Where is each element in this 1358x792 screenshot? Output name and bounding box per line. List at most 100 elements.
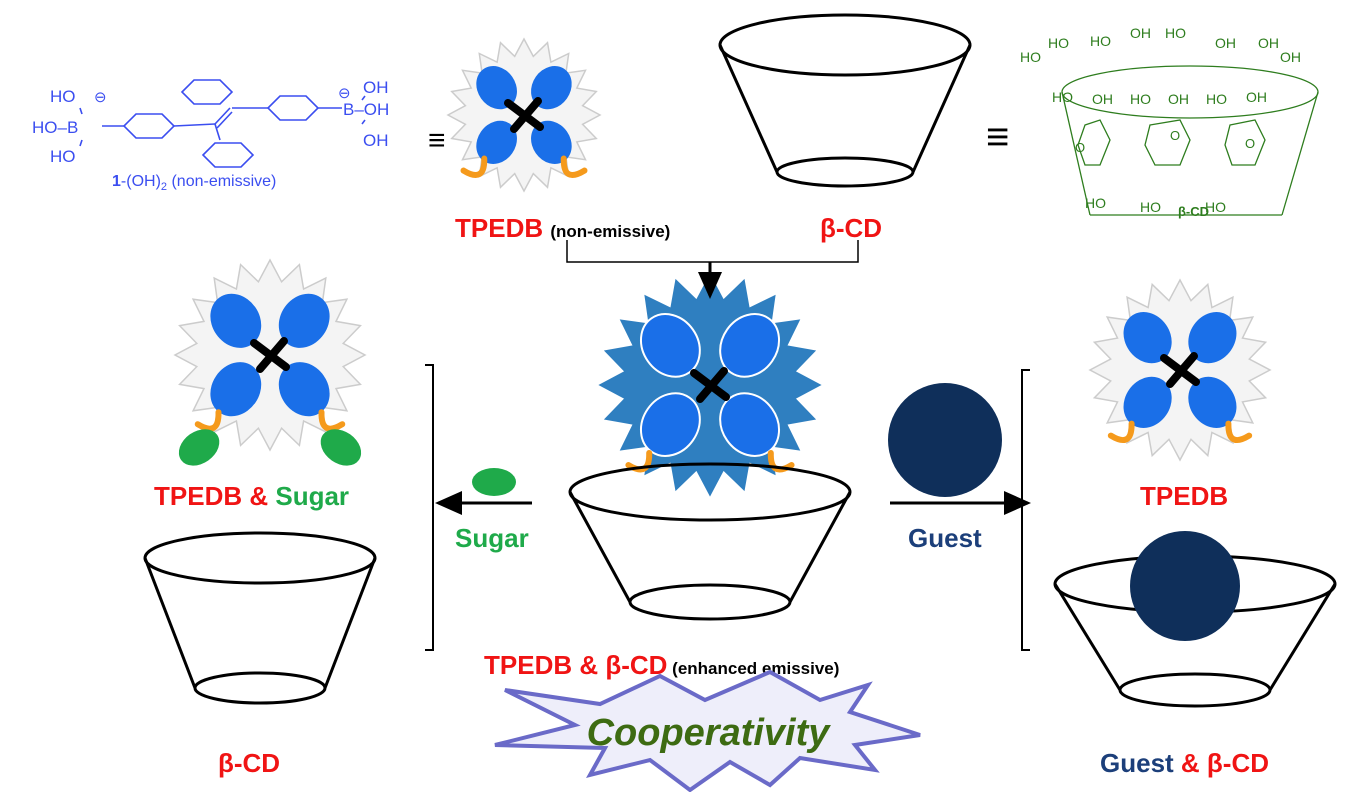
tpedb-sugar-complex-left: [173, 258, 367, 466]
guest-arrow-label: Guest: [908, 523, 982, 553]
beta-cd-cone-left: [143, 531, 377, 705]
cd-hydroxyl-label: HO: [1140, 199, 1161, 215]
sugar-arrow-label: Sugar: [455, 523, 529, 553]
phenyl-lobe: [278, 293, 330, 348]
right-bracket: [1021, 369, 1030, 651]
cd-hydroxyl-label: OH: [1246, 89, 1267, 105]
bound-sugar-icon: [178, 429, 220, 466]
phenyl-lobe: [210, 362, 262, 417]
tpe-core-icon: [690, 367, 730, 403]
left-amp: &: [242, 481, 275, 511]
cooperativity-burst: [494, 669, 921, 792]
left-bcd-label: β-CD: [218, 748, 280, 778]
beta-cd-chemical-structure: [1061, 65, 1319, 216]
tpedb-emissive-center: [598, 273, 822, 497]
center-note: (enhanced emissive): [667, 659, 839, 678]
cd-hydroxyl-label: HO: [1020, 49, 1041, 65]
bound-sugar-icon: [320, 429, 362, 466]
tpe-core-icon: [250, 337, 290, 373]
boronic-acid-hook-icon: [560, 155, 588, 178]
cd-ring-oxygen-label: O: [1075, 140, 1085, 155]
chem-caption: 1-(OH)2 (non-emissive): [112, 173, 276, 193]
chem-ho-top: HO: [50, 87, 76, 106]
chem-caption-rest: -(OH): [121, 173, 161, 190]
boronic-acid-hook-icon: [1107, 420, 1135, 444]
phenyl-lobe: [1123, 376, 1172, 429]
phenyl-lobe: [719, 313, 781, 378]
tpe-core-icon: [504, 97, 544, 133]
right-amp: &: [1174, 748, 1207, 778]
chem-oh-top: OH: [363, 78, 389, 97]
left-tpedb: TPEDB: [154, 481, 242, 511]
right-guest: Guest: [1100, 748, 1174, 778]
cooperativity-label: Cooperativity: [587, 712, 832, 754]
cd-hydroxyl-label: OH: [1168, 91, 1189, 107]
chem-oh-bottom: OH: [363, 131, 389, 150]
cd-hydroxyl-label: HO: [1052, 89, 1073, 105]
center-bcd: β-CD: [605, 650, 667, 680]
guest-icon: [888, 383, 1002, 497]
phenyl-lobe: [531, 66, 572, 110]
phenyl-lobe: [278, 362, 330, 417]
cd-ring-oxygen-label: O: [1170, 128, 1180, 143]
center-amp: &: [572, 650, 605, 680]
top-tpedb: TPEDB: [455, 213, 543, 243]
cd-hydroxyl-label: HO: [1090, 33, 1111, 49]
left-tpedb-sugar-label: TPEDB & Sugar: [154, 481, 349, 511]
chem-caption-note: (non-emissive): [167, 173, 276, 190]
cd-hydroxyl-label: HO: [1048, 35, 1069, 51]
boronic-acid-hook-icon: [460, 155, 488, 178]
cd-ring-oxygen-label: O: [1245, 136, 1255, 151]
beta-cd-cone-top: [718, 13, 972, 188]
center-complex-label: TPEDB & β-CD (enhanced emissive): [484, 650, 839, 680]
top-tpedb-note: (non-emissive): [550, 222, 670, 241]
cd-hydroxyl-label: HO: [1205, 199, 1226, 215]
sugar-icon: [472, 468, 516, 496]
cd-hydroxyl-label: OH: [1280, 49, 1301, 65]
combine-arrow: [566, 240, 859, 299]
left-sugar: Sugar: [275, 481, 349, 511]
phenyl-lobe: [1188, 311, 1237, 364]
phenyl-lobe: [639, 313, 701, 378]
boronic-acid-hook-icon: [1225, 420, 1253, 444]
tpedb-molecule-right: [1088, 278, 1272, 462]
tpe-core-icon: [1160, 352, 1200, 388]
cd-hydroxyl-label: HO: [1130, 91, 1151, 107]
cd-hydroxyl-label: OH: [1092, 91, 1113, 107]
equivalent-symbol-right: ≡: [986, 115, 1009, 159]
molecule-layer: [173, 37, 1272, 497]
phenyl-lobe: [210, 293, 262, 348]
tpedb-molecule-top: [446, 37, 602, 193]
equivalent-symbol-left: ≡: [428, 124, 446, 157]
phenyl-lobe: [1123, 311, 1172, 364]
right-guest-bcd-label: Guest & β-CD: [1100, 748, 1269, 778]
chem-b-oh-right: B–OH: [343, 100, 389, 119]
cd-hydroxyl-label: OH: [1215, 35, 1236, 51]
tpedb-chemical-structure: [79, 79, 366, 168]
center-tpedb: TPEDB: [484, 650, 572, 680]
beta-cd-structure-label: β-CD: [1178, 204, 1209, 219]
top-bcd-label: β-CD: [820, 213, 882, 243]
chem-ho-b-left: HO–B: [32, 118, 78, 137]
chem-caption-num: 1: [112, 173, 121, 190]
beta-cd-cone-center: [568, 462, 852, 621]
right-bcd: β-CD: [1207, 748, 1269, 778]
chem-charge-right: ⊖: [338, 85, 351, 102]
cd-hydroxyl-label: HO: [1165, 25, 1186, 41]
phenyl-lobe: [476, 66, 517, 110]
left-bracket: [425, 364, 434, 651]
top-tpedb-label: TPEDB (non-emissive): [455, 213, 670, 243]
cd-hydroxyl-label: OH: [1258, 35, 1279, 51]
chem-caption-sub: 2: [161, 181, 167, 193]
right-tpedb-label: TPEDB: [1140, 481, 1228, 511]
phenyl-lobe: [1188, 376, 1237, 429]
phenyl-lobe: [476, 120, 517, 164]
cd-hydroxyl-label: HO: [1206, 91, 1227, 107]
chem-ho-bottom: HO: [50, 147, 76, 166]
phenyl-lobe: [531, 120, 572, 164]
cd-hydroxyl-label: HO: [1085, 195, 1106, 211]
chem-charge-left: ⊖: [94, 89, 107, 106]
cd-hydroxyl-label: OH: [1130, 25, 1151, 41]
